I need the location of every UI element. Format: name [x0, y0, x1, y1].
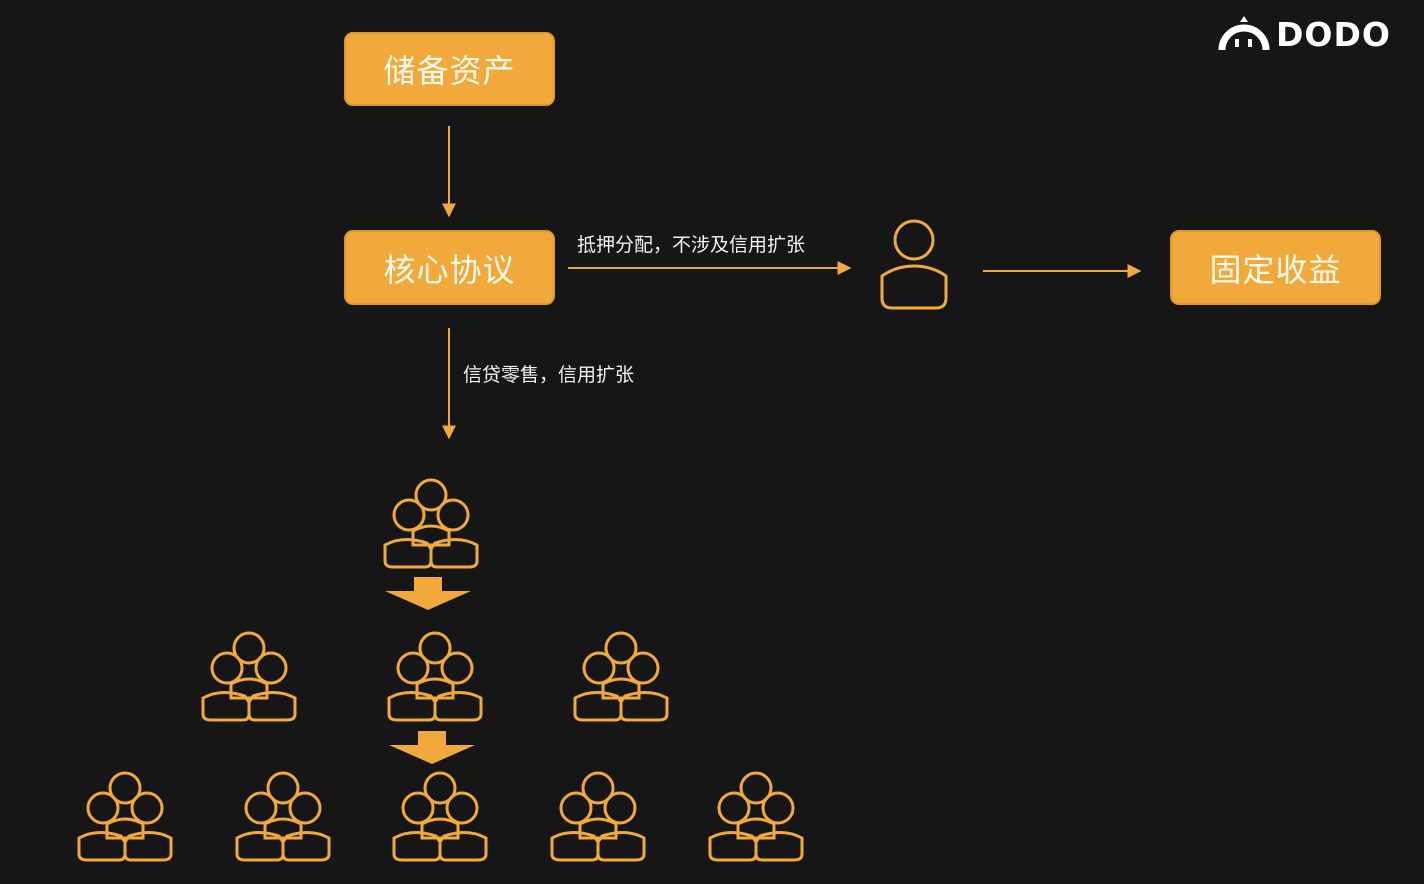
down-arrow-icon	[385, 577, 471, 610]
user-group-icon	[73, 768, 177, 864]
dodo-logo: DODO	[1218, 14, 1391, 54]
fixed-income-node: 固定收益	[1170, 230, 1381, 305]
user-group-icon	[546, 768, 650, 864]
user-group-icon	[704, 768, 808, 864]
core-protocol-node: 核心协议	[344, 230, 555, 305]
user-group-icon	[197, 628, 301, 724]
user-group-icon	[569, 628, 673, 724]
collateral-edge-label: 抵押分配，不涉及信用扩张	[577, 234, 806, 256]
user-group-icon	[379, 475, 483, 571]
down-arrow-icon	[389, 731, 475, 764]
logo-text: DODO	[1276, 14, 1391, 54]
user-group-icon	[383, 628, 487, 724]
dodo-logo-icon	[1218, 16, 1270, 51]
user-icon	[880, 219, 948, 310]
reserve-assets-node: 储备资产	[344, 32, 555, 106]
credit-edge-label: 信贷零售，信用扩张	[463, 364, 635, 386]
user-group-icon	[231, 768, 335, 864]
user-group-icon	[388, 768, 492, 864]
